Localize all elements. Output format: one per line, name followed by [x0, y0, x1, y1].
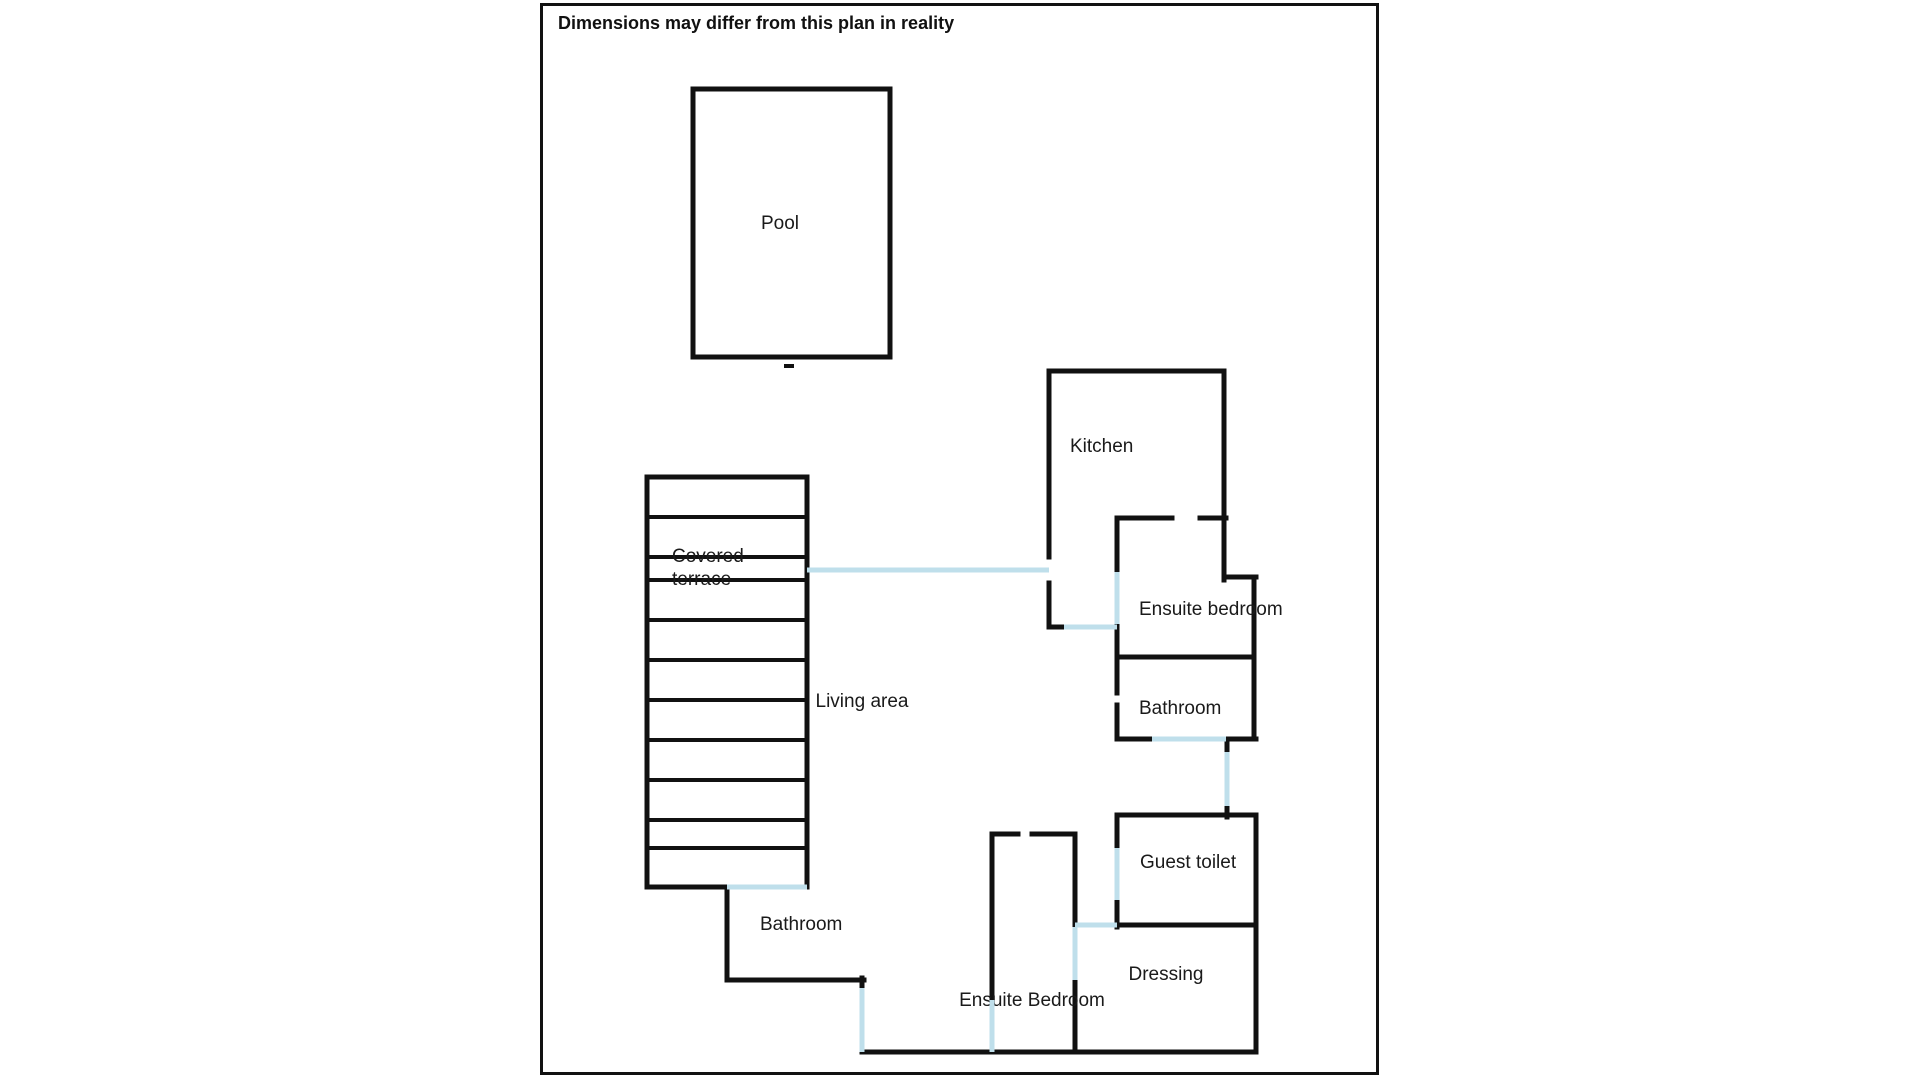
guest-toilet-label: Bathroom [1139, 698, 1221, 719]
disclaimer-text: Dimensions may differ from this plan in … [558, 13, 954, 33]
room-dressing: Guest toilet [1114, 812, 1259, 930]
ensuite-bedroom-lower-label: Dressing [1129, 964, 1204, 985]
room-pool: Pool [690, 86, 893, 368]
kitchen-label: Bathroom [760, 914, 842, 935]
ensuite-bedroom-upper-label: Kitchen [1070, 436, 1133, 457]
covered-terrace-label-line1: Covered [672, 546, 744, 567]
pool-label: Pool [761, 213, 799, 234]
room-ensuite-bedroom-upper: Kitchen [1046, 368, 1229, 630]
room-bathroom-lower: Ensuite Bedroom [959, 831, 1105, 1055]
plan-frame [540, 3, 1379, 1075]
bathroom-upper-label: Ensuite bedroom [1139, 599, 1283, 620]
living-area-label: Living area [816, 691, 909, 712]
room-living-area: Living area [816, 691, 909, 712]
room-bathroom-upper: Ensuite bedroom [1114, 515, 1283, 660]
covered-terrace-label-line2: terrace [672, 569, 731, 590]
door-openings-layer [727, 567, 1230, 1052]
bathroom-lower-label: Ensuite Bedroom [959, 990, 1105, 1011]
room-kitchen: Bathroom [644, 884, 867, 983]
room-guest-toilet: Bathroom [1114, 659, 1259, 742]
pool-outline [690, 86, 893, 360]
dressing-label: Guest toilet [1140, 852, 1237, 873]
